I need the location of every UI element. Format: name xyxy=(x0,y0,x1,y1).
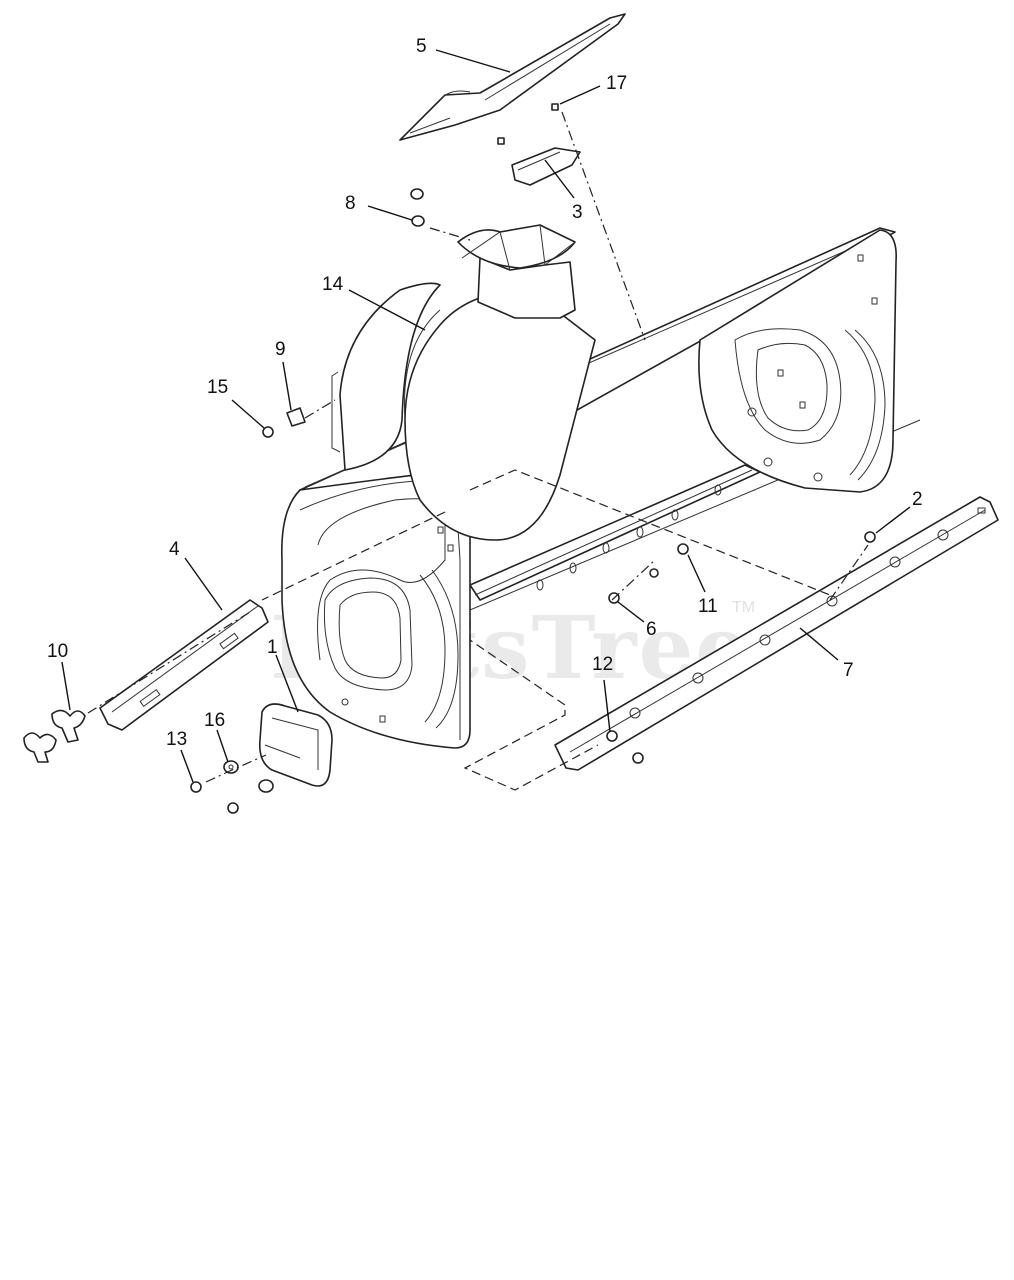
bolt-15[interactable] xyxy=(262,426,274,438)
bracket-3[interactable] xyxy=(511,147,581,186)
bolt-2[interactable] xyxy=(864,531,876,543)
leader-lines xyxy=(61,49,911,783)
washer-extra xyxy=(227,779,274,814)
assembly-lines xyxy=(87,111,869,791)
wing-nut-10[interactable] xyxy=(23,709,86,763)
chute-control-rod[interactable] xyxy=(399,13,626,141)
callout-12: 12 xyxy=(592,654,613,675)
callout-8: 8 xyxy=(345,193,356,214)
callout-labels: 5 17 3 8 14 9 15 4 10 1 16 13 2 6 11 12 … xyxy=(47,36,923,750)
shoe-rail-4[interactable] xyxy=(99,599,269,731)
shave-plate-7[interactable] xyxy=(554,496,999,771)
small-nut xyxy=(497,137,505,145)
callout-9: 9 xyxy=(275,339,286,360)
callout-17: 17 xyxy=(606,73,627,94)
nut-13[interactable] xyxy=(190,781,202,793)
callout-3: 3 xyxy=(572,202,583,223)
watermark-trademark: TM xyxy=(732,599,755,616)
fastener-17[interactable] xyxy=(551,103,559,111)
bolt-11[interactable] xyxy=(649,543,689,578)
callout-7: 7 xyxy=(843,660,854,681)
callout-4: 4 xyxy=(169,539,180,560)
bracket-9[interactable] xyxy=(286,407,306,427)
callout-1: 1 xyxy=(267,637,278,658)
chute-base[interactable] xyxy=(457,224,576,319)
callout-5: 5 xyxy=(416,36,427,57)
callout-6: 6 xyxy=(646,619,657,640)
callout-13: 13 xyxy=(166,729,187,750)
callout-2: 2 xyxy=(912,489,923,510)
callout-11: 11 xyxy=(698,596,718,617)
washer-16[interactable] xyxy=(223,760,239,774)
callout-16: 16 xyxy=(204,710,225,731)
callout-10: 10 xyxy=(47,641,68,662)
bushing-8[interactable] xyxy=(410,188,425,227)
skid-shoe-1[interactable] xyxy=(258,703,333,787)
bolt-12[interactable] xyxy=(606,730,644,764)
callout-14: 14 xyxy=(322,274,344,295)
callout-15: 15 xyxy=(207,377,228,398)
